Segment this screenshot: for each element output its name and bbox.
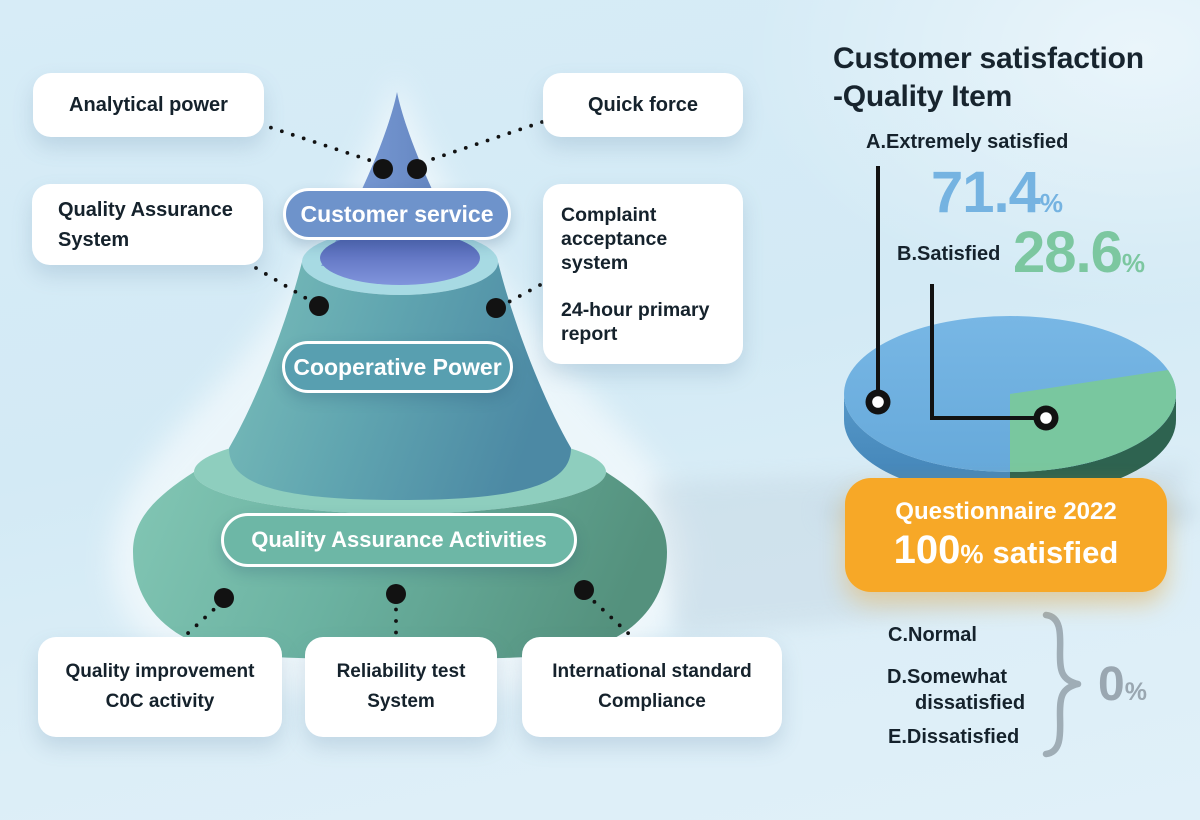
anchor-dots [214, 159, 594, 608]
legend-d-label-line1: D.Somewhat [887, 666, 1008, 688]
callout-complaint-gap [561, 275, 729, 298]
banner-suffix: satisfied [992, 534, 1119, 570]
callout-reliability-test-label: Reliability test System [336, 661, 466, 712]
legend-c-label: C.Normal [888, 624, 977, 646]
callout-qa-system: Quality Assurance System [32, 184, 263, 265]
legend-b-number: 28.6 [1013, 220, 1123, 285]
zero-number: 0 [1098, 658, 1125, 711]
zero-percent-value: 0% [1098, 661, 1147, 716]
dotted-connectors [184, 120, 631, 637]
callout-quality-improvement: Quality improvement C0C activity [38, 637, 282, 737]
tier-pill-cooperative-power: Cooperative Power [282, 341, 513, 393]
questionnaire-banner: Questionnaire 2022 100% satisfied [845, 478, 1167, 592]
callout-complaint-part1: Complaint acceptance system [561, 203, 668, 274]
banner-value: 100 [893, 527, 961, 572]
legend-a-label: A.Extremely satisfied [866, 131, 1069, 153]
callout-quality-improvement-label: Quality improvement C0C activity [65, 661, 255, 712]
legend-d-label-line2: dissatisfied [915, 692, 1026, 714]
legend-b-value: 28.6% [1013, 224, 1145, 292]
callout-international-standard: International standard Compliance [522, 637, 782, 737]
legend-b-unit: % [1121, 248, 1146, 278]
pie-side-blue [844, 394, 1010, 498]
banner-line1: Questionnaire 2022 [895, 497, 1117, 525]
tier-pill-customer-service: Customer service [283, 188, 511, 240]
callout-qa-system-label: Quality Assurance System [58, 198, 233, 251]
banner-line2: 100% satisfied [845, 528, 1167, 573]
callout-analytical-power: Analytical power [33, 73, 264, 137]
callout-quick-force-label: Quick force [587, 93, 699, 116]
panel-title-line2: -Quality Item [833, 80, 1013, 113]
tier-pill-qa-activities: Quality Assurance Activities [221, 513, 577, 567]
legend-e-label: E.Dissatisfied [888, 726, 1020, 748]
panel-title: Customer satisfaction -Quality Item [833, 40, 1193, 116]
callout-analytical-power-label: Analytical power [69, 93, 228, 116]
callout-complaint-part2: 24-hour primary report [561, 298, 710, 345]
panel-title-line1: Customer satisfaction [833, 42, 1144, 75]
legend-b-label: B.Satisfied [897, 243, 1001, 265]
legend-a-unit: % [1039, 188, 1064, 218]
pie-callout-line-b [930, 284, 1046, 420]
legend-a-number: 71.4 [931, 160, 1041, 225]
cone-top-inner-ellipse [320, 231, 480, 285]
pie-side-green [1010, 394, 1176, 498]
pie-marker-b-dot [1040, 412, 1052, 424]
pie-slice-green [1010, 370, 1177, 472]
banner-unit: % [960, 538, 984, 569]
brace [1042, 611, 1082, 758]
pie-chart [844, 166, 1177, 498]
pie-marker-a-dot [872, 396, 884, 408]
zero-unit: % [1124, 678, 1147, 706]
callout-complaint: Complaint acceptance system 24-hour prim… [543, 184, 743, 364]
legend-a-value: 71.4% [931, 164, 1063, 232]
callout-international-standard-label: International standard Compliance [552, 661, 752, 712]
callout-reliability-test: Reliability test System [305, 637, 497, 737]
callout-quick-force: Quick force [543, 73, 743, 137]
